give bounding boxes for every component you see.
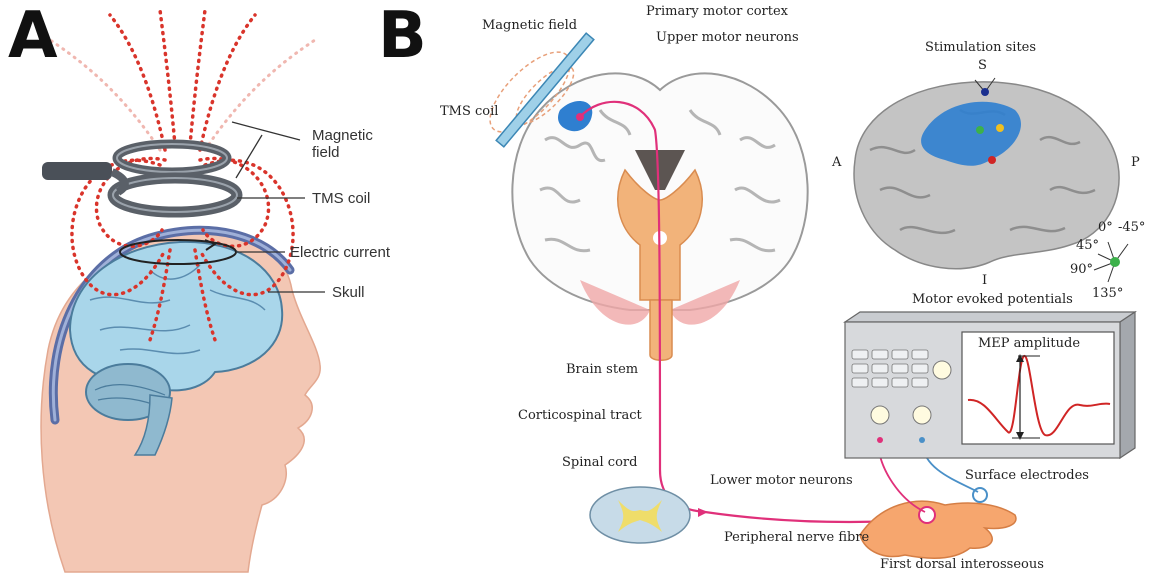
hand[interactable] [860,501,1016,558]
label-b-surface-electrodes: Surface electrodes [965,468,1089,483]
label-b-motor-evoked-potentials: Motor evoked potentials [912,292,1073,307]
label-b-angle-0: 0° [1098,220,1113,235]
label-b-dir-p: P [1131,155,1140,170]
label-a-magnetic-field: Magnetic field [312,127,373,162]
label-b-angle-135: 135° [1092,286,1123,301]
panel-b-letter: B [378,4,427,68]
label-b-magnetic-field: Magnetic field [482,18,577,33]
label-b-angle-90: 90° [1070,262,1093,277]
mep-device[interactable] [845,312,1135,458]
label-b-primary-motor-cortex: Primary motor cortex [646,4,788,19]
label-b-angle-45: 45° [1076,238,1099,253]
tms-coil-a [42,144,237,212]
label-b-peripheral-nerve-fibre: Peripheral nerve fibre [724,530,869,545]
panel-a-illustration [41,10,325,572]
label-b-upper-motor-neurons: Upper motor neurons [656,30,799,45]
label-b-angle-minus45: -45° [1118,220,1145,235]
label-b-spinal-cord: Spinal cord [562,455,637,470]
label-b-dir-a: A [832,155,841,170]
label-b-stimulation-sites: Stimulation sites [925,40,1036,55]
label-b-lower-motor-neurons: Lower motor neurons [710,473,853,488]
panel-a-letter: A [8,4,58,68]
label-a-skull: Skull [332,284,365,301]
label-a-tms-coil: TMS coil [312,190,370,207]
label-b-dir-s: S [978,58,987,73]
label-b-mep-amplitude: MEP amplitude [978,336,1080,351]
label-b-tms-coil: TMS coil [440,104,498,119]
label-b-corticospinal-tract: Corticospinal tract [518,408,642,423]
label-b-brain-stem: Brain stem [566,362,638,377]
label-b-first-dorsal-interosseous: First dorsal interosseous [880,557,1044,572]
label-b-dir-i: I [982,273,987,288]
label-a-electric-current: Electric current [290,244,390,261]
